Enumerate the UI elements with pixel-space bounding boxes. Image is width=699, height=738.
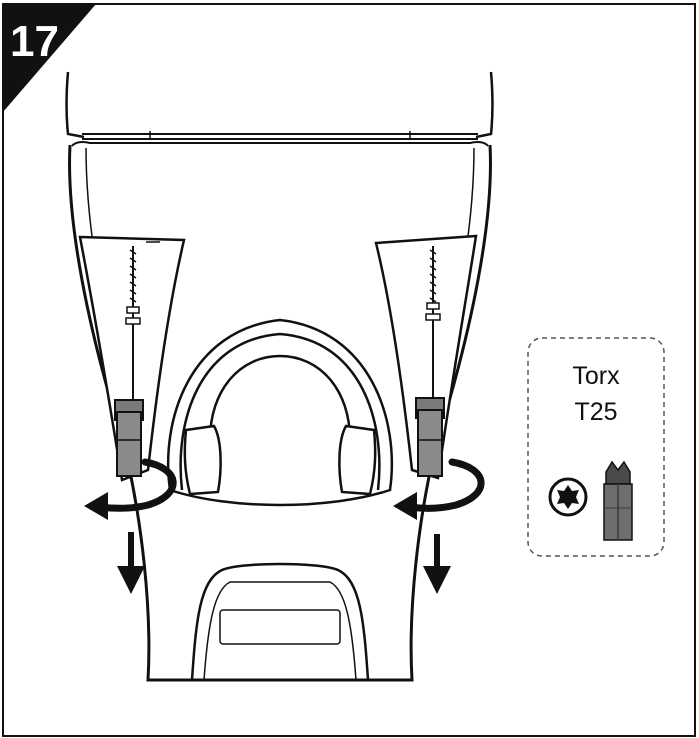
tool-callout: Torx T25 (527, 337, 665, 557)
toilet-front-base (190, 562, 370, 681)
torx-bit-icon (603, 460, 633, 541)
bolt-left (114, 246, 144, 477)
hinge-plate-right (374, 234, 478, 480)
seat-back-edge (65, 71, 494, 140)
torx-star-icon (548, 477, 588, 517)
rotate-arrow-left-icon (84, 458, 177, 520)
tool-size: T25 (574, 398, 617, 426)
down-arrow-right-icon (423, 534, 451, 594)
down-arrow-left-icon (117, 532, 145, 594)
bowl-rim (166, 318, 394, 507)
rotate-arrow-right-icon (393, 458, 485, 520)
step-number: 17 (10, 17, 59, 66)
tool-name: Torx (572, 362, 620, 390)
bolt-right (415, 246, 445, 477)
step-badge: 17 (3, 4, 96, 112)
